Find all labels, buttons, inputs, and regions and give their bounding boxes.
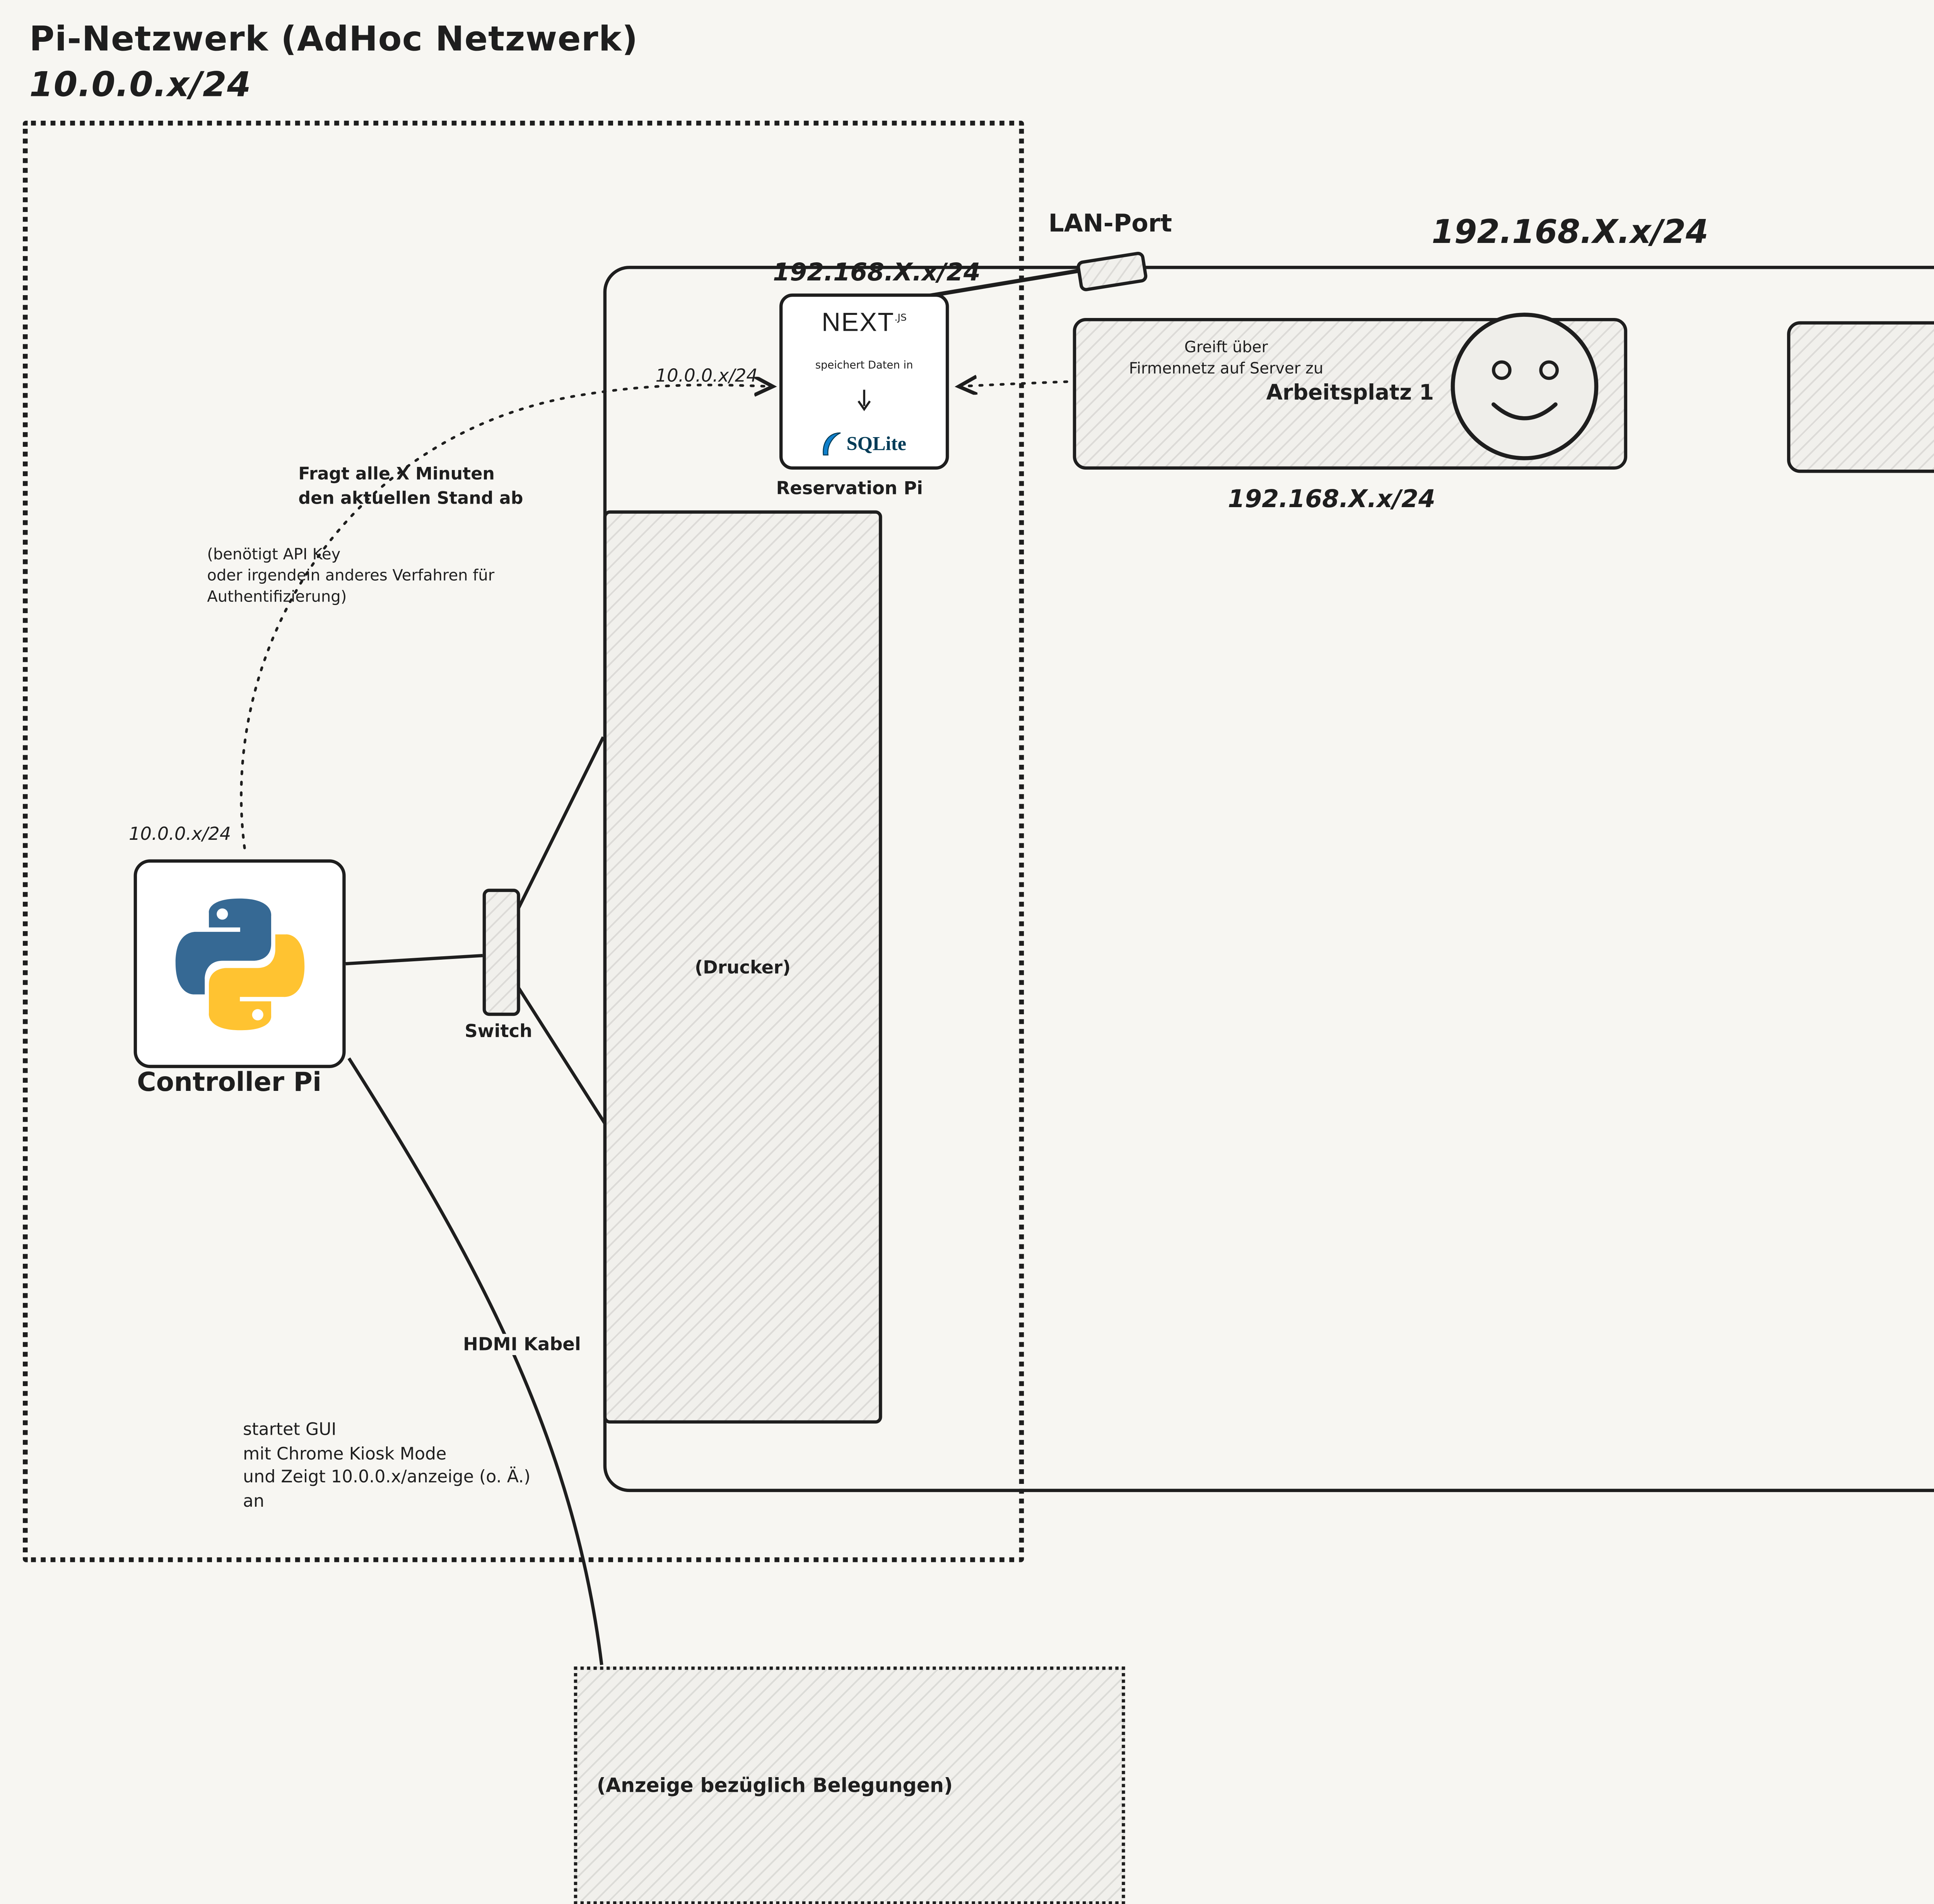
nextjs-logo-text: NEXT [822, 309, 895, 338]
controller-ip-label: 10.0.0.x/24 [129, 823, 231, 845]
sqlite-logo-text: SQLite [846, 432, 907, 455]
auth-note: (benötigt API Key oder irgendein anderes… [207, 546, 495, 606]
lan-port-label: LAN-Port [1048, 209, 1172, 238]
page-title: Pi-Netzwerk (AdHoc Netzwerk) [29, 19, 638, 59]
switch-label: Switch [465, 1020, 533, 1042]
down-arrow-icon [858, 390, 871, 412]
reservation-pi-box: NEXT.JS speichert Daten in SQLite [779, 293, 949, 470]
pi-network-boundary [23, 120, 1024, 1562]
sqlite-icon: SQLite [822, 432, 906, 456]
arbeitsplatz2-box: Arbeitsplatz 2 [1787, 321, 1934, 473]
gui-note: startet GUI mit Chrome Kiosk Mode und Ze… [243, 1420, 531, 1512]
printer-box: (Drucker) [603, 510, 882, 1424]
hdmi-label: HDMI Kabel [460, 1334, 584, 1355]
company-subnet-label: 192.168.X.x/24 [1432, 212, 1708, 251]
reservation-ip-label: 10.0.0.x/24 [655, 365, 758, 387]
python-icon [175, 898, 305, 1031]
reservation-subnet-label: 192.168.X.x/24 [773, 258, 981, 287]
reservation-pi-label: Reservation Pi [776, 478, 923, 499]
nextjs-logo-js: .JS [894, 312, 907, 324]
arbeitsplatz1-access-note: Greift über Firmennetz auf Server zu [1129, 339, 1324, 378]
switch-box [482, 889, 520, 1016]
stores-data-text: speichert Daten in [815, 358, 913, 371]
arbeitsplatz1-label: Arbeitsplatz 1 [1266, 381, 1434, 406]
nextjs-icon: NEXT.JS [822, 306, 907, 339]
poll-note: Fragt alle X Minuten den aktuellen Stand… [298, 465, 523, 508]
display-box: (Anzeige bezüglich Belegungen) [574, 1666, 1125, 1904]
controller-pi-box [133, 859, 346, 1068]
page-subtitle-subnet: 10.0.0.x/24 [29, 65, 251, 104]
printer-label: (Drucker) [695, 956, 791, 978]
display-label: (Anzeige bezüglich Belegungen) [596, 1774, 953, 1797]
arbeitsplatz1-subnet-label: 192.168.X.x/24 [1228, 484, 1435, 514]
controller-pi-label: Controller Pi [137, 1066, 322, 1097]
smiley-icon [1450, 313, 1599, 460]
sqlite-feather-icon [823, 432, 841, 456]
